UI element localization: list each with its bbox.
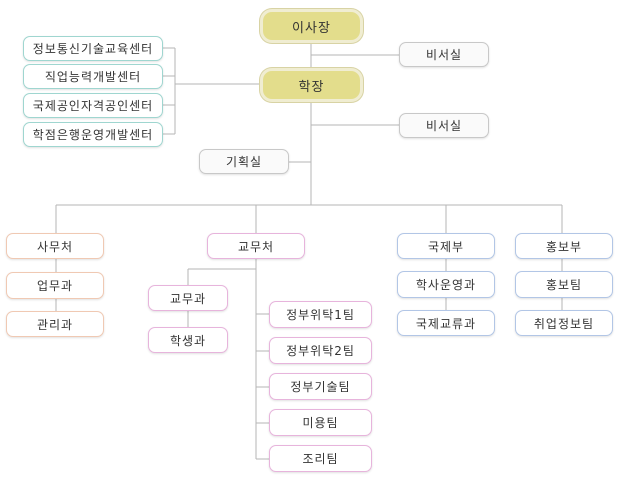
team-gov-tech: 정부기술팀 bbox=[269, 373, 372, 400]
center-vocational-skills: 직업능력개발센터 bbox=[23, 64, 163, 89]
center-intl-certification: 국제공인자격공인센터 bbox=[23, 93, 163, 118]
pr-sub-team: 홍보팀 bbox=[515, 271, 613, 298]
admin-sub-management: 관리과 bbox=[6, 311, 104, 337]
center-ict-education: 정보통신기술교육센터 bbox=[23, 36, 163, 61]
team-gov-1: 정부위탁1팀 bbox=[269, 301, 372, 328]
academic-sub-affairs: 교무과 bbox=[148, 285, 228, 311]
team-cooking: 조리팀 bbox=[269, 445, 372, 472]
secretary-chairman-box: 비서실 bbox=[399, 42, 489, 67]
intl-office-box: 국제부 bbox=[397, 233, 495, 259]
planning-office-box: 기획실 bbox=[199, 149, 289, 174]
academic-sub-students: 학생과 bbox=[148, 327, 228, 353]
chairman-box: 이사장 bbox=[260, 9, 363, 43]
team-beauty: 미용팀 bbox=[269, 409, 372, 436]
pr-sub-employment: 취업정보팀 bbox=[515, 310, 613, 336]
secretary-president-box: 비서실 bbox=[399, 113, 489, 138]
pr-office-box: 홍보부 bbox=[515, 233, 613, 259]
team-gov-2: 정부위탁2팀 bbox=[269, 337, 372, 364]
intl-sub-academic-ops: 학사운영과 bbox=[397, 271, 495, 298]
president-box: 학장 bbox=[260, 68, 363, 102]
academic-office-box: 교무처 bbox=[207, 233, 305, 259]
admin-sub-business: 업무과 bbox=[6, 272, 104, 299]
center-credit-bank: 학점은행운영개발센터 bbox=[23, 122, 163, 147]
intl-sub-exchange: 국제교류과 bbox=[397, 310, 495, 336]
admin-office-box: 사무처 bbox=[6, 233, 104, 259]
